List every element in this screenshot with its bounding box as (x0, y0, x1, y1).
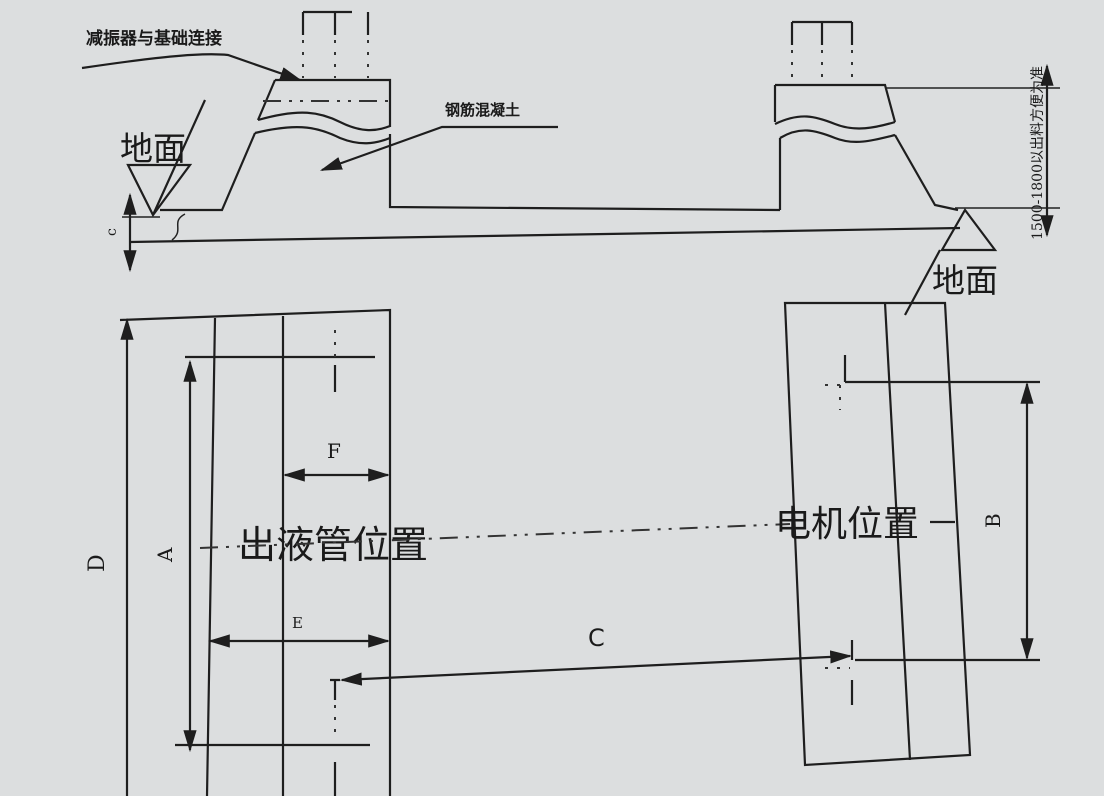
dimension-e-label: E (292, 614, 303, 632)
break-line (171, 213, 186, 241)
ground-line (129, 226, 961, 244)
plan-view: D A F E 出液管位置 电机位置 B C (85, 301, 1040, 796)
ground-symbol-left (126, 99, 207, 218)
elevation-view: 地面 地面 c 减振器与基础连接 钢筋混凝土 1500-1800以出料方便为准 (81, 10, 1060, 316)
reinforced-concrete-label: 钢筋混凝土 (445, 101, 520, 119)
height-note: 1500-1800以出料方便为准 (1030, 66, 1046, 240)
dimension-c-small: c (104, 192, 160, 273)
motor-position-label: 电机位置 (775, 504, 919, 545)
dimension-a-label: A (153, 547, 177, 563)
left-pier (160, 78, 781, 212)
dimension-c-line (339, 650, 853, 686)
right-pier (773, 83, 959, 212)
leader-damper (81, 53, 303, 82)
machine-legs-right (790, 20, 854, 84)
dimension-c-small-label: c (104, 228, 120, 236)
height-dimension: 1500-1800以出料方便为准 (885, 63, 1060, 240)
ground-symbol-right (904, 208, 998, 316)
dimension-f-label: F (327, 439, 341, 463)
center-line (199, 523, 791, 549)
dimension-b-label: B (981, 513, 1005, 528)
damper-connection-label: 减振器与基础连接 (86, 28, 222, 49)
ground-label-left: 地面 (120, 129, 186, 168)
outlet-position-label: 出液管位置 (238, 523, 428, 567)
ground-label-right: 地面 (932, 261, 998, 300)
dimension-d-label: D (85, 554, 110, 572)
left-base-plan (119, 308, 392, 796)
dimension-c-label: C (588, 624, 605, 652)
machine-legs-left (301, 10, 370, 78)
leader-concrete (319, 125, 558, 172)
